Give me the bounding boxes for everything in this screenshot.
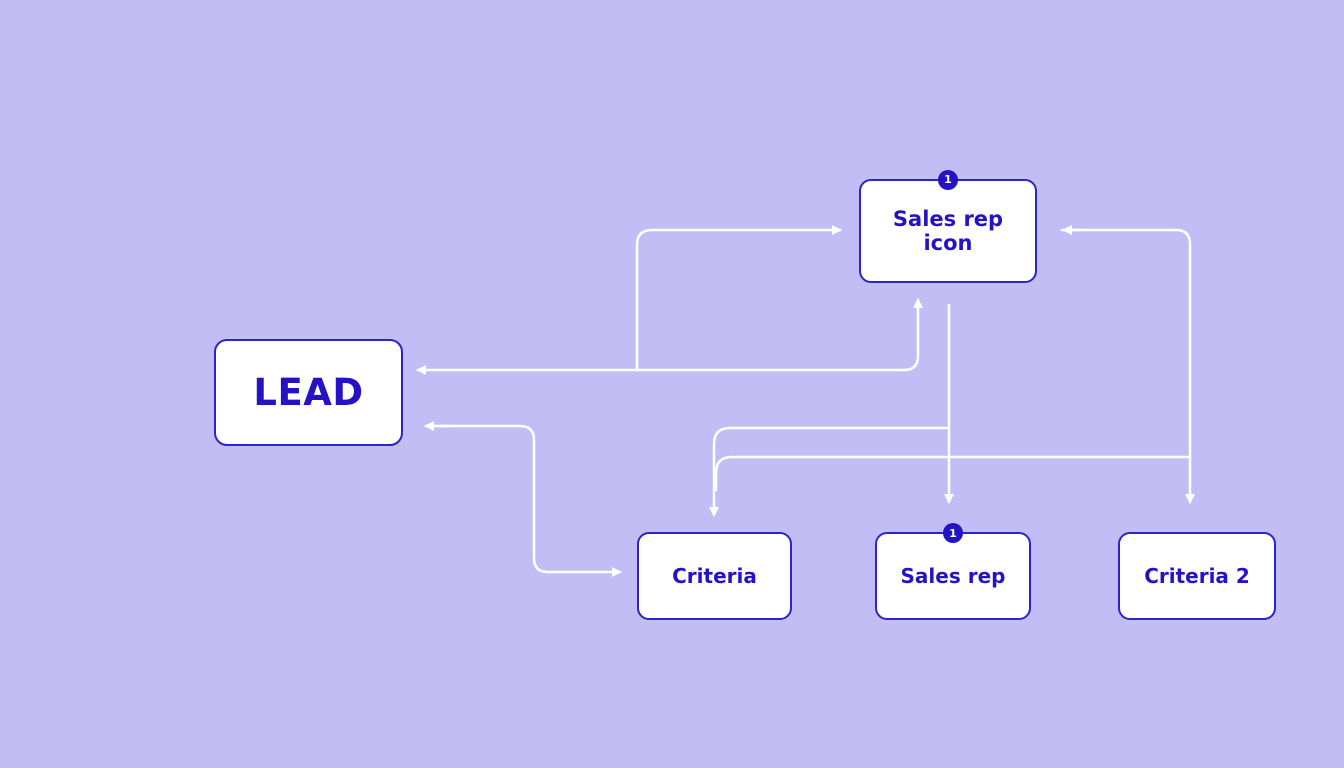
criteria-label: Criteria	[672, 564, 757, 588]
edge-to-criteria-top	[709, 426, 951, 517]
lead-node[interactable]: LEAD	[214, 339, 403, 446]
sales-rep-badge: 1	[943, 523, 963, 543]
sales-rep-icon-label: Sales rep icon	[892, 207, 1004, 255]
sales-rep-icon-badge: 1	[938, 170, 958, 190]
sales-rep-node[interactable]: 1 Sales rep	[875, 523, 1031, 620]
criteria-2-label: Criteria 2	[1144, 564, 1250, 588]
criteria-node[interactable]: Criteria	[637, 532, 792, 620]
edge-up-to-sales-rep-icon	[902, 298, 923, 372]
sales-rep-icon-node[interactable]: 1 Sales rep icon	[859, 170, 1037, 283]
edge-lead-criteria	[438, 424, 622, 577]
lead-label: LEAD	[253, 371, 364, 414]
criteria-2-node[interactable]: Criteria 2	[1118, 532, 1276, 620]
edge-sales-rep-icon-to-criteria-2	[1060, 228, 1195, 504]
edge-lead-to-sales-rep-icon	[635, 225, 842, 372]
edge-criteria2-to-criteria	[714, 455, 1192, 492]
sales-rep-label: Sales rep	[900, 564, 1006, 588]
